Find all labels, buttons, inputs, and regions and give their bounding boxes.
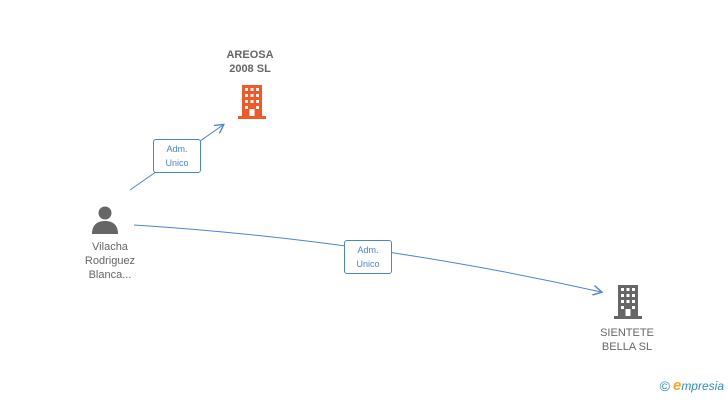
- copyright-icon: ©: [659, 377, 670, 394]
- person-icon[interactable]: [90, 205, 120, 235]
- company-name-areosa[interactable]: AREOSA 2008 SL: [226, 49, 274, 75]
- brand-logo: empresia: [673, 377, 724, 394]
- empresia-watermark: © empresia: [660, 377, 724, 394]
- company-name-sientete[interactable]: SIENTETE BELLA SL: [600, 327, 654, 353]
- brand-initial: e: [672, 377, 682, 394]
- building-icon[interactable]: [612, 285, 644, 319]
- edge-label-adm-unico: Adm. Unico: [153, 139, 201, 173]
- brand-name: mpresia: [681, 379, 724, 393]
- edge-label-adm-unico: Adm. Unico: [344, 240, 392, 274]
- person-name[interactable]: Vilacha Rodriguez Blanca...: [84, 241, 136, 281]
- building-icon[interactable]: [236, 85, 268, 119]
